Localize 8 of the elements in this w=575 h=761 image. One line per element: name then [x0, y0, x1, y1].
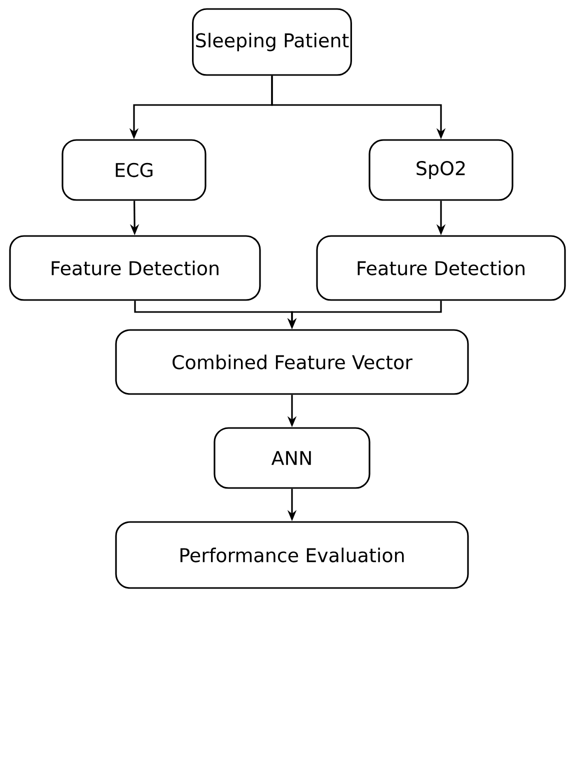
- process-box: SpO2: [368, 139, 514, 201]
- process-box: ECG: [62, 139, 206, 201]
- process-box: Sleeping Patient: [192, 8, 352, 76]
- process-box: Combined Feature Vector: [115, 329, 469, 395]
- process-box: Performance Evaluation: [115, 521, 469, 589]
- process-box: Feature Detection: [316, 235, 566, 301]
- process-box: ANN: [214, 427, 370, 489]
- process-box: Feature Detection: [9, 235, 261, 301]
